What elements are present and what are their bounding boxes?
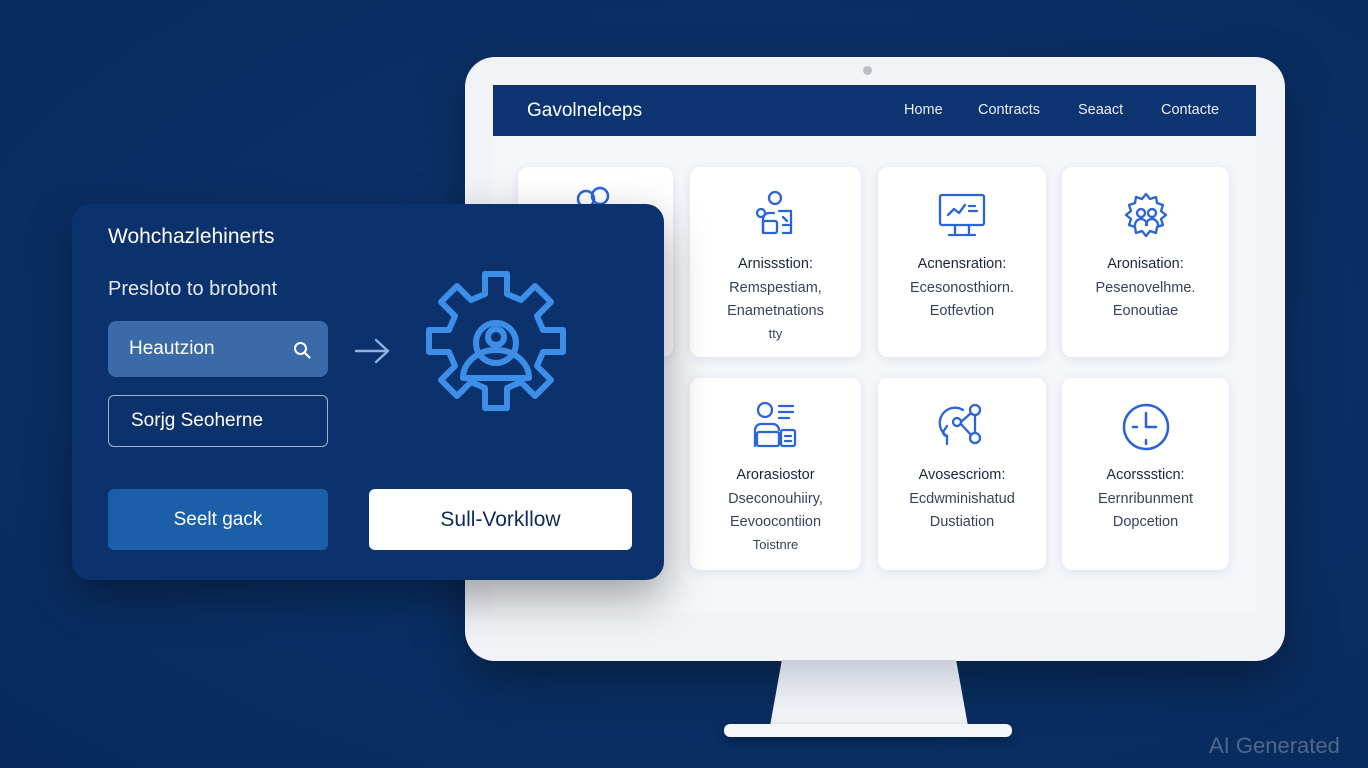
card-line: Eonoutiae — [1112, 303, 1179, 319]
card-line: tty — [768, 326, 783, 341]
nav-home[interactable]: Home — [904, 102, 943, 118]
card-line: Enametnations — [727, 303, 824, 319]
card-line: Eotfevtion — [929, 303, 995, 319]
card-line: Eernribunment — [1097, 491, 1194, 507]
card-line: Dseconouhiiry, — [728, 491, 823, 507]
card-title: Aronisation: — [1107, 256, 1184, 272]
monitor-chart-icon — [938, 193, 986, 237]
card-line: Dustiation — [929, 514, 995, 530]
panel-subheading: Presloto to brobont — [108, 278, 277, 300]
arrow-right-icon — [354, 338, 390, 364]
feature-card[interactable]: Avosescriom: Ecdwminishatud Dustiation — [878, 378, 1046, 570]
card-title: Acorsssticn: — [1106, 467, 1185, 483]
site-header: Gavolnelceps Home Contracts Seaact Conta… — [493, 85, 1256, 136]
search-box — [108, 321, 328, 377]
site-logo[interactable]: Gavolnelceps — [527, 100, 643, 121]
full-workflow-button[interactable]: Sull-Vorkllow — [369, 489, 632, 550]
card-line: Pesenovelhme. — [1095, 280, 1196, 296]
feature-card[interactable]: Aronisation: Pesenovelhme. Eonoutiae — [1062, 167, 1229, 357]
sort-select[interactable]: Sorjg Seoherne — [108, 395, 328, 447]
monitor-screen: Gavolnelceps Home Contracts Seaact Conta… — [493, 85, 1256, 613]
webcam-dot — [863, 66, 872, 75]
card-title: Avosescriom: — [918, 467, 1006, 483]
nav-search[interactable]: Seaact — [1078, 102, 1124, 118]
card-line: Ecesonosthiorn. — [910, 280, 1014, 296]
nav-contacts[interactable]: Contacte — [1161, 102, 1220, 118]
gear-people-icon — [1124, 192, 1167, 238]
gear-user-icon — [426, 271, 566, 411]
panel-heading: Wohchazlehinerts — [108, 225, 275, 248]
clock-icon — [1122, 403, 1169, 451]
search-icon[interactable] — [292, 340, 312, 360]
card-title: Arnissstion: — [738, 256, 813, 272]
monitor-stand-base — [724, 724, 1012, 737]
person-board-icon — [755, 190, 792, 235]
card-line: Remspestiam, — [729, 280, 822, 296]
card-title: Arorasiostor — [736, 467, 815, 483]
feature-card[interactable]: Arorasiostor Dseconouhiiry, Eevoocontiio… — [690, 378, 861, 570]
card-line: Toistnre — [752, 537, 799, 552]
person-list-icon — [753, 401, 796, 448]
card-title: Acnensration: — [917, 256, 1007, 272]
ai-generated-watermark: AI Generated — [1209, 733, 1340, 758]
card-line: Dopcetion — [1112, 514, 1179, 530]
card-line: Ecdwminishatud — [909, 491, 1015, 507]
feature-card[interactable]: Arnissstion: Remspestiam, Enametnations … — [690, 167, 861, 357]
nav-contracts[interactable]: Contracts — [978, 102, 1041, 118]
head-network-icon — [938, 403, 982, 446]
monitor-stand-neck — [770, 660, 968, 726]
feature-card[interactable]: Acnensration: Ecesonosthiorn. Eotfevtion — [878, 167, 1046, 357]
feature-card[interactable]: Acorsssticn: Eernribunment Dopcetion — [1062, 378, 1229, 570]
card-line: Eevoocontiion — [729, 514, 822, 530]
select-back-button[interactable]: Seelt ɡack — [108, 489, 328, 550]
search-input[interactable] — [108, 321, 328, 377]
